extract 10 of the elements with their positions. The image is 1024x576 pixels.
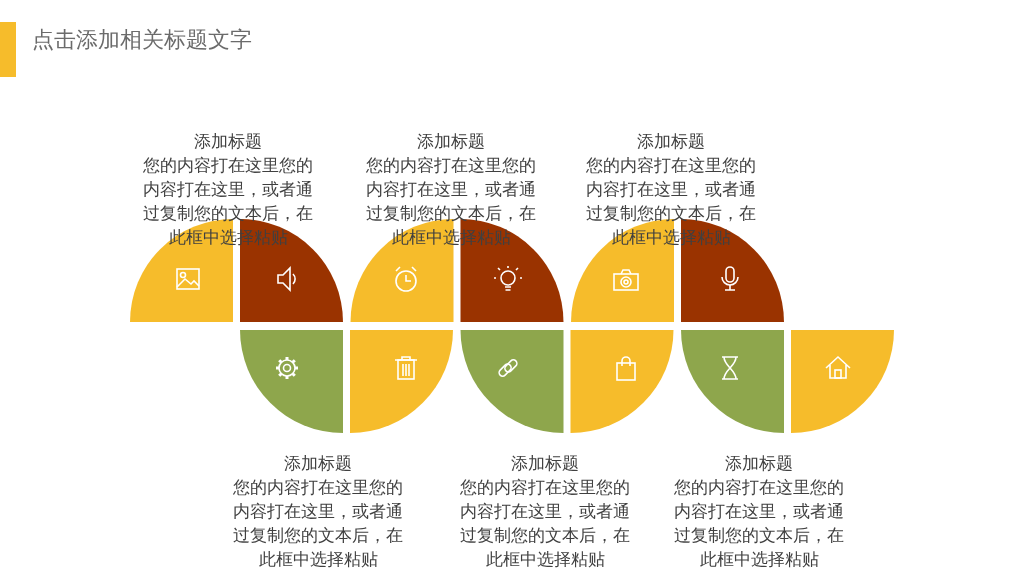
page-title: 点击添加相关标题文字 [32,26,252,54]
description-text: 您的内容打在这里您的内容打在这里，或者通过复制您的文本后，在此框中选择粘贴 [232,476,404,571]
item-heading: 添加标题 [510,452,580,475]
item-heading: 添加标题 [724,452,794,475]
item-heading: 添加标题 [283,452,353,475]
item-heading: 添加标题 [416,130,486,153]
description-text: 您的内容打在这里您的内容打在这里，或者通过复制您的文本后，在此框中选择粘贴 [673,476,845,571]
item-heading: 添加标题 [193,130,263,153]
item-heading: 添加标题 [636,130,706,153]
description-text: 您的内容打在这里您的内容打在这里，或者通过复制您的文本后，在此框中选择粘贴 [459,476,631,571]
